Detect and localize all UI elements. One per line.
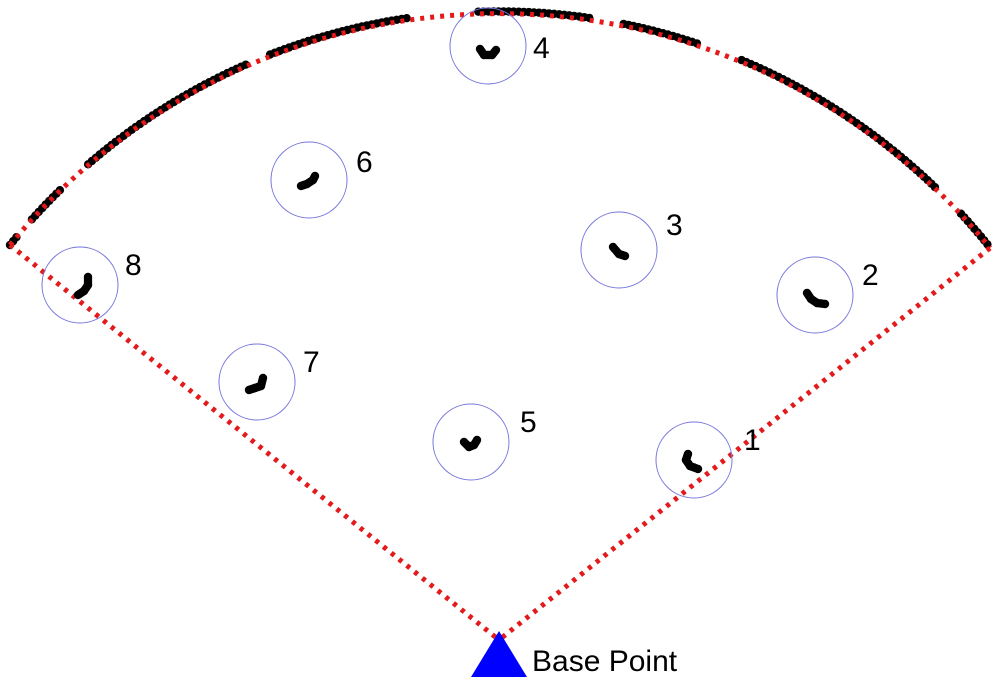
target-label: 8 bbox=[125, 249, 142, 282]
target-2: 2 bbox=[776, 256, 879, 334]
target-point bbox=[83, 272, 93, 282]
target-point-cluster bbox=[475, 44, 501, 60]
target-point bbox=[693, 464, 703, 474]
sector-right-edge bbox=[497, 246, 992, 642]
target-label: 5 bbox=[520, 406, 537, 439]
target-label: 1 bbox=[744, 424, 761, 457]
sector-left-edge bbox=[8, 243, 501, 642]
base-point-triangle-icon bbox=[471, 631, 527, 677]
target-group: 1 2 3 4 5 bbox=[41, 7, 879, 499]
target-6: 6 bbox=[270, 141, 373, 219]
target-point-cluster bbox=[608, 242, 630, 261]
target-4: 4 bbox=[449, 7, 550, 85]
target-8: 8 bbox=[41, 246, 142, 324]
target-point bbox=[620, 251, 630, 261]
target-zone-circle bbox=[580, 211, 658, 289]
target-point-cluster bbox=[296, 171, 320, 191]
target-point bbox=[491, 45, 501, 55]
sector-arc-boundary bbox=[8, 11, 992, 250]
target-label: 3 bbox=[666, 209, 683, 242]
target-point-cluster bbox=[73, 272, 93, 300]
target-point-cluster bbox=[681, 449, 703, 474]
target-5: 5 bbox=[432, 403, 537, 481]
target-zone-circle bbox=[432, 403, 510, 481]
target-zone-circle bbox=[41, 246, 119, 324]
target-point bbox=[258, 373, 268, 383]
base-point-label: Base Point bbox=[532, 645, 678, 678]
detected-boundary-points bbox=[5, 7, 992, 250]
boundary-point bbox=[402, 14, 411, 23]
target-zone-circle bbox=[776, 256, 854, 334]
target-point-cluster bbox=[459, 435, 482, 452]
target-point bbox=[472, 435, 482, 445]
target-zone-circle bbox=[449, 7, 527, 85]
target-1: 1 bbox=[655, 421, 761, 499]
target-point bbox=[310, 171, 320, 181]
target-label: 6 bbox=[356, 146, 373, 179]
target-point-cluster bbox=[244, 373, 268, 395]
target-zone-circle bbox=[218, 343, 296, 421]
target-zone-circle bbox=[655, 421, 733, 499]
target-label: 2 bbox=[862, 259, 879, 292]
target-label: 7 bbox=[303, 346, 320, 379]
target-3: 3 bbox=[580, 209, 683, 289]
target-label: 4 bbox=[533, 32, 550, 65]
target-zone-circle bbox=[270, 141, 348, 219]
target-point-cluster bbox=[802, 288, 830, 309]
target-7: 7 bbox=[218, 343, 320, 421]
target-point bbox=[820, 299, 830, 309]
